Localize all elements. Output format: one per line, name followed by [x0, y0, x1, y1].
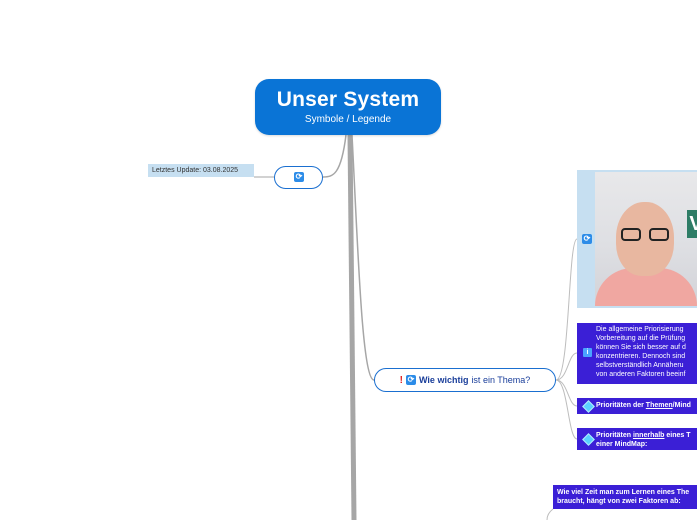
- topic-rest-text: ist ein Thema?: [471, 375, 531, 385]
- desc-line: konzentrieren. Dennoch sind: [596, 353, 686, 360]
- topic-branch-line: [351, 134, 375, 381]
- last-update-label: Letztes Update: 03.08.2025: [148, 164, 254, 177]
- diamond-icon: [582, 400, 595, 413]
- update-branch-line: [322, 134, 347, 178]
- video-thumbnail-node[interactable]: ⟳ V: [577, 170, 697, 308]
- refresh-icon: ⟳: [406, 375, 417, 385]
- info-icon: i: [583, 348, 592, 357]
- time-branch-line: [546, 508, 554, 520]
- priority-text: Prioritäten der: [596, 402, 646, 409]
- refresh-icon: ⟳: [582, 234, 592, 244]
- desc-line: können Sie sich besser auf d: [596, 344, 686, 351]
- desc-line: Vorbereitung auf die Prüfung: [596, 335, 686, 342]
- priority-text: Prioritäten: [596, 432, 633, 439]
- time-line: braucht, hängt von zwei Faktoren ab:: [557, 498, 681, 505]
- priority2-branch-line: [555, 379, 578, 440]
- brand-badge: V: [687, 210, 697, 238]
- themen-link[interactable]: Themen: [645, 402, 673, 409]
- desc-line: selbstverständlich Annäheru: [596, 362, 684, 369]
- diamond-icon: [582, 433, 595, 446]
- glasses-shape: [621, 228, 671, 242]
- root-title: Unser System: [276, 88, 420, 111]
- refresh-icon: ⟳: [294, 172, 304, 182]
- image-branch-line: [555, 238, 578, 381]
- exclamation-icon: !: [399, 374, 404, 386]
- main-branch-line: [347, 134, 357, 520]
- importance-topic-node[interactable]: ! ⟳ Wie wichtig ist ein Thema?: [374, 368, 556, 392]
- topic-bold-text: Wie wichtig: [419, 375, 469, 385]
- desc-line: von anderen Faktoren beeinf: [596, 371, 686, 378]
- root-subtitle: Symbole / Legende: [304, 114, 392, 125]
- desc-branch-line: [555, 352, 578, 381]
- learning-time-card[interactable]: Wie viel Zeit man zum Lernen eines The b…: [553, 485, 697, 509]
- desc-line: Die allgemeine Priorisierung: [596, 326, 684, 333]
- presenter-photo[interactable]: V: [595, 172, 697, 306]
- root-node[interactable]: Unser System Symbole / Legende: [255, 79, 441, 135]
- priority-within-card[interactable]: Prioritäten innerhalb eines T einer Mind…: [577, 428, 697, 450]
- update-node[interactable]: ⟳: [274, 166, 323, 189]
- priority-text-line2: einer MindMap:: [596, 441, 648, 448]
- description-card[interactable]: i Die allgemeine Priorisierung Vorbereit…: [577, 323, 697, 384]
- innerhalb-link[interactable]: innerhalb: [632, 432, 665, 439]
- time-line: Wie viel Zeit man zum Lernen eines The: [557, 489, 690, 496]
- priority-text: /Mind: [672, 402, 691, 409]
- priority-text: eines T: [664, 432, 691, 439]
- priority-topics-card[interactable]: Prioritäten der Themen/Mind: [577, 398, 697, 414]
